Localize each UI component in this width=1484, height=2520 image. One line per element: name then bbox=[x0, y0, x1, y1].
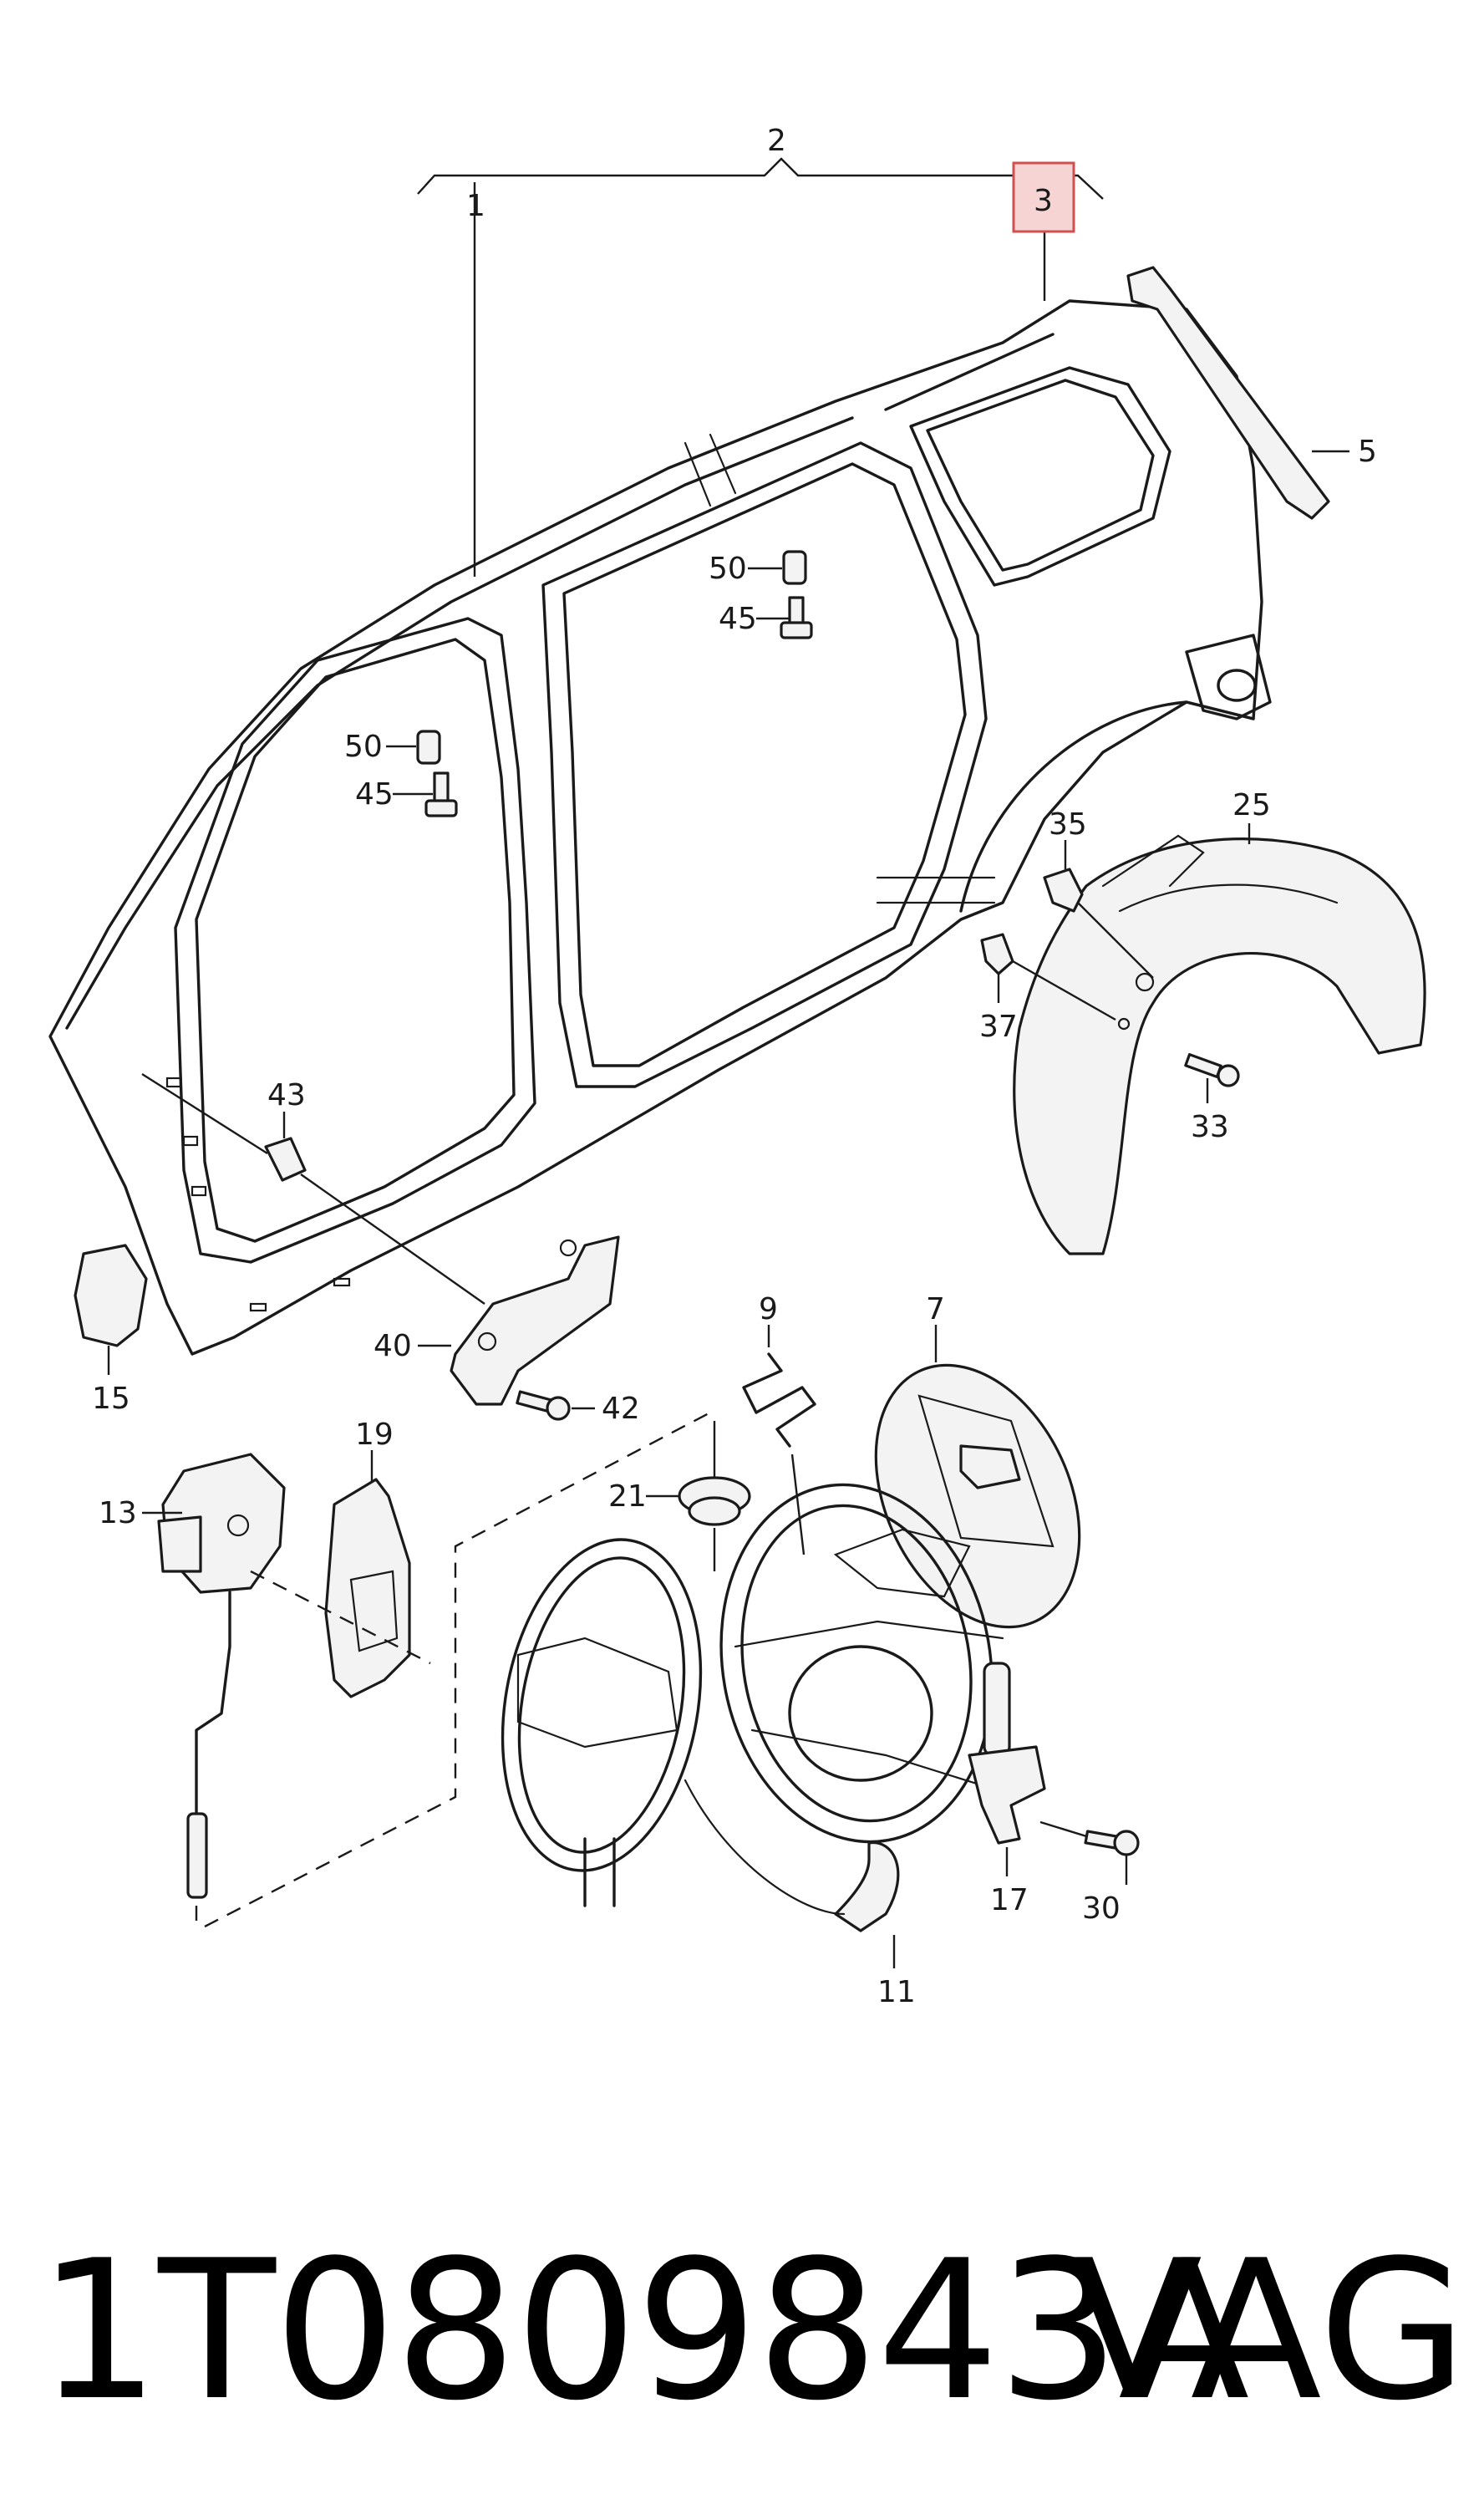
callout-21: 21 bbox=[608, 1479, 647, 1514]
filler-ring bbox=[501, 1538, 703, 1907]
grommet-21 bbox=[646, 1421, 751, 1571]
fastener-43 bbox=[141, 1072, 485, 1305]
callout-50b: 50 bbox=[344, 730, 383, 764]
bracket-2 bbox=[417, 157, 1104, 577]
strip-5 bbox=[1126, 266, 1349, 520]
footer: 1T0809843A VAG bbox=[0, 2207, 1484, 2457]
bracket-15 bbox=[74, 1244, 148, 1375]
part-number: 1T0809843A bbox=[38, 2220, 1249, 2443]
hose-11 bbox=[684, 1779, 900, 1968]
callout-37: 37 bbox=[979, 1010, 1018, 1044]
fastener-50b bbox=[386, 730, 441, 765]
callout-43: 43 bbox=[267, 1078, 306, 1112]
assembly-box bbox=[204, 1411, 711, 1928]
callout-25: 25 bbox=[1232, 788, 1271, 822]
fastener-37 bbox=[980, 933, 1116, 1021]
fastener-33 bbox=[1184, 1052, 1240, 1103]
callout-3-highlight bbox=[1012, 161, 1075, 233]
callout-42: 42 bbox=[602, 1392, 640, 1426]
callout-15: 15 bbox=[92, 1382, 130, 1416]
bolt-30 bbox=[1084, 1830, 1140, 1885]
callout-9: 9 bbox=[759, 1292, 778, 1326]
fastener-45a bbox=[756, 596, 813, 639]
fastener-45b bbox=[393, 771, 458, 817]
callout-11: 11 bbox=[877, 1975, 916, 2009]
bracket-17 bbox=[968, 1662, 1095, 1876]
callout-50a: 50 bbox=[709, 552, 747, 586]
gasket-19 bbox=[324, 1450, 411, 1698]
screw-42 bbox=[516, 1390, 595, 1421]
parts-diagram: 2 1 3 5 50 45 50 45 25 35 37 33 43 15 40… bbox=[48, 124, 1426, 2009]
callout-1: 1 bbox=[466, 189, 485, 223]
callout-35: 35 bbox=[1049, 807, 1087, 842]
callout-30: 30 bbox=[1082, 1891, 1121, 1926]
filler-housing bbox=[719, 1483, 1021, 1844]
callout-7: 7 bbox=[926, 1292, 945, 1326]
fastener-50a bbox=[748, 550, 807, 585]
callout-45a: 45 bbox=[719, 602, 757, 636]
bracket-40 bbox=[418, 1235, 620, 1406]
side-panel bbox=[48, 299, 1272, 1356]
callout-19: 19 bbox=[355, 1418, 394, 1452]
callout-45b: 45 bbox=[355, 777, 394, 812]
actuator-13 bbox=[142, 1453, 286, 1931]
fuel-flap-7 bbox=[874, 1325, 1081, 1629]
callout-3: 3 bbox=[1034, 184, 1053, 218]
callout-13: 13 bbox=[99, 1496, 137, 1530]
callout-40: 40 bbox=[374, 1329, 412, 1363]
fastener-35 bbox=[1043, 840, 1154, 979]
spring-9 bbox=[742, 1325, 816, 1555]
callout-33: 33 bbox=[1191, 1110, 1229, 1144]
callout-2: 2 bbox=[767, 124, 786, 158]
callout-5: 5 bbox=[1358, 435, 1377, 469]
callout-17: 17 bbox=[990, 1883, 1029, 1917]
brand-label: VAG bbox=[1070, 2220, 1467, 2443]
